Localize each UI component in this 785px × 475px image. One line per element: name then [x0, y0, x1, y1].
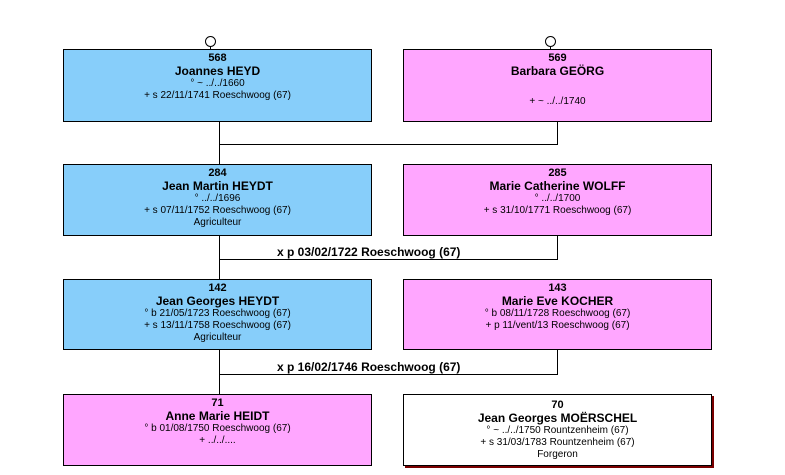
person-name: Joannes HEYD	[174, 64, 261, 78]
occupation: Agriculteur	[193, 332, 242, 343]
person-card-142[interactable]: 142 Jean Georges HEYDT ° b 21/05/1723 Ro…	[63, 279, 372, 350]
birth-info: ° ~ ../../1750 Rountzenheim (67)	[486, 425, 629, 436]
death-info: + s 31/03/1783 Rountzenheim (67)	[480, 437, 635, 448]
birth-info: ° ~ ../../1660	[190, 78, 245, 89]
marriage-label: x p 03/02/1722 Roeschwoog (67)	[277, 245, 461, 259]
connector-line	[557, 236, 558, 259]
person-name: Jean Martin HEYDT	[162, 179, 273, 193]
connector-line	[557, 350, 558, 374]
marriage-label: x p 16/02/1746 Roeschwoog (67)	[277, 360, 461, 374]
sosa-number: 569	[548, 52, 567, 64]
connector-line	[219, 259, 558, 260]
birth-info: ° b 08/11/1728 Roeschwoog (67)	[484, 308, 631, 319]
death-info: + s 07/11/1752 Roeschwoog (67)	[144, 205, 291, 216]
connector-line	[219, 144, 558, 145]
birth-info: ° ../../1700	[534, 193, 581, 204]
birth-info: ° b 21/05/1723 Roeschwoog (67)	[144, 308, 291, 319]
person-card-568[interactable]: 568 Joannes HEYD ° ~ ../../1660 + s 22/1…	[63, 49, 372, 122]
person-name: Jean Georges HEYDT	[155, 294, 280, 308]
death-info: + s 22/11/1741 Roeschwoog (67)	[144, 90, 291, 101]
death-info: + s 13/11/1758 Roeschwoog (67)	[144, 320, 291, 331]
death-info: + ../../....	[199, 435, 236, 446]
sosa-number: 71	[211, 397, 224, 409]
sosa-number: 285	[548, 167, 567, 179]
connector-line	[219, 122, 220, 164]
sosa-number: 143	[548, 282, 567, 294]
connector-line	[557, 122, 558, 144]
person-card-284[interactable]: 284 Jean Martin HEYDT ° ../../1696 + s 0…	[63, 164, 372, 236]
connector-line	[219, 236, 220, 279]
connector-line	[219, 350, 220, 394]
sosa-number: 284	[208, 167, 227, 179]
person-card-70[interactable]: 70 Jean Georges MOËRSCHEL ° ~ ../../1750…	[403, 394, 712, 466]
occupation: Agriculteur	[193, 217, 242, 228]
person-card-143[interactable]: 143 Marie Eve KOCHER ° b 08/11/1728 Roes…	[403, 279, 712, 350]
death-info: + p 11/vent/13 Roeschwoog (67)	[485, 320, 630, 331]
death-info: + ~ ../../1740	[529, 96, 586, 107]
birth-info: ° ../../1696	[194, 193, 241, 204]
birth-info: ° b 01/08/1750 Roeschwoog (67)	[144, 423, 291, 434]
connector-line	[219, 374, 558, 375]
ancestor-link-line	[550, 46, 551, 50]
sosa-number: 142	[208, 282, 227, 294]
person-card-569[interactable]: 569 Barbara GEÖRG + ~ ../../1740	[403, 49, 712, 122]
person-name: Marie Eve KOCHER	[501, 294, 614, 308]
person-name: Barbara GEÖRG	[510, 64, 605, 78]
person-name: Anne Marie HEIDT	[165, 409, 270, 423]
person-name: Marie Catherine WOLFF	[489, 179, 626, 193]
birth-info	[404, 78, 711, 90]
occupation: Forgeron	[537, 449, 578, 460]
death-info: + s 31/10/1771 Roeschwoog (67)	[483, 205, 632, 216]
sosa-number: 70	[551, 399, 564, 411]
sosa-number: 568	[208, 52, 227, 64]
person-name: Jean Georges MOËRSCHEL	[477, 411, 638, 425]
person-card-285[interactable]: 285 Marie Catherine WOLFF ° ../../1700 +…	[403, 164, 712, 236]
person-card-71[interactable]: 71 Anne Marie HEIDT ° b 01/08/1750 Roesc…	[63, 394, 372, 466]
ancestor-link-line	[210, 46, 211, 50]
